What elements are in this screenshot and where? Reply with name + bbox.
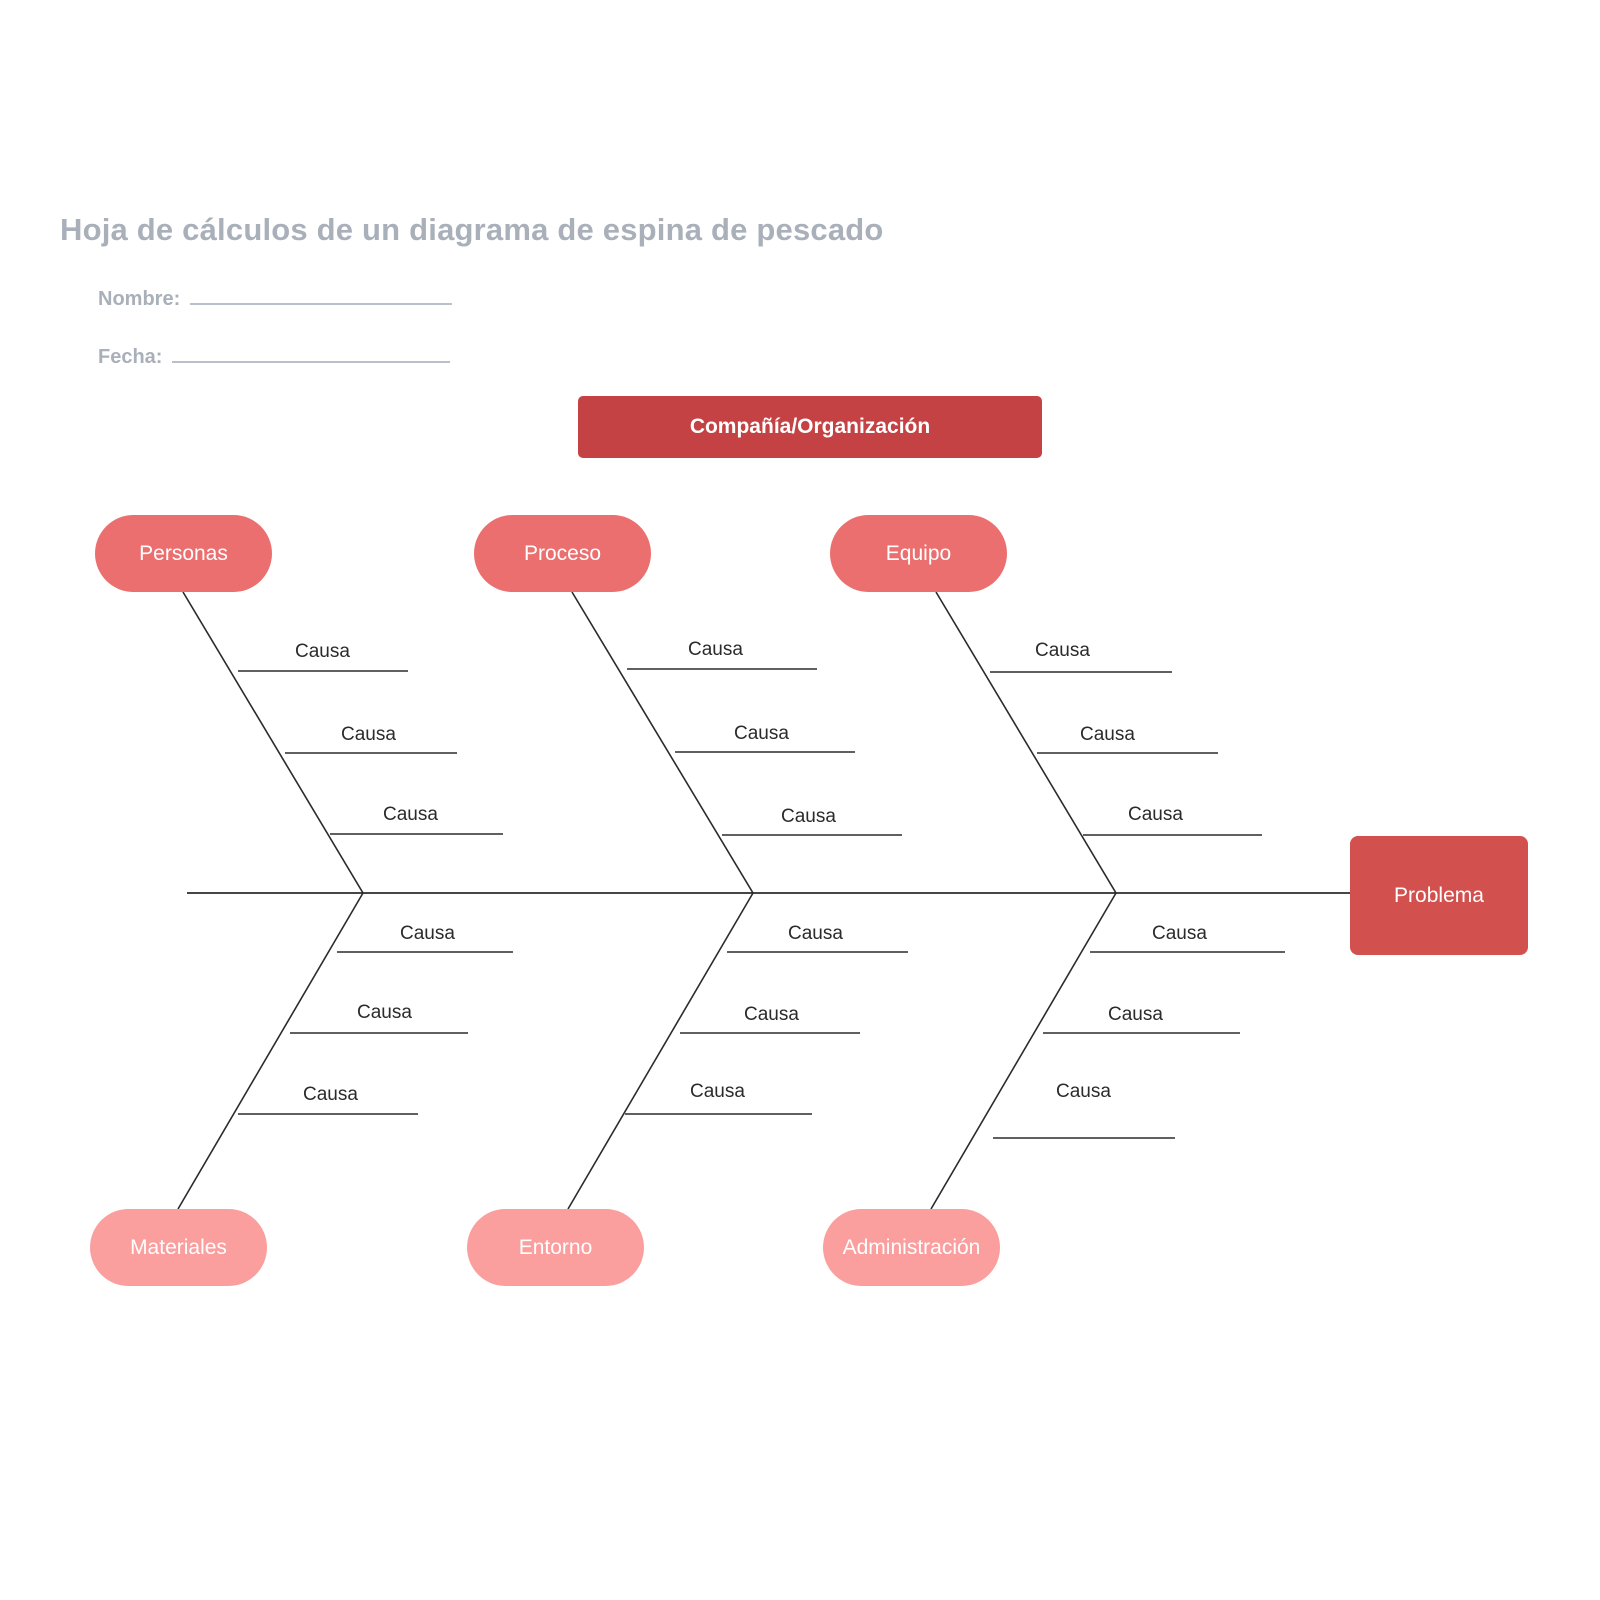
category-rib-materiales — [177, 892, 364, 1210]
cause-label[interactable]: Causa — [1128, 804, 1183, 825]
category-pill-proceso[interactable]: Proceso — [474, 515, 651, 592]
cause-label[interactable]: Causa — [781, 806, 836, 827]
cause-label[interactable]: Causa — [1080, 724, 1135, 745]
cause-label[interactable]: Causa — [744, 1004, 799, 1025]
category-rib-equipo — [935, 591, 1117, 894]
cause-label[interactable]: Causa — [303, 1084, 358, 1105]
category-pill-entorno[interactable]: Entorno — [467, 1209, 644, 1286]
category-pill-materiales[interactable]: Materiales — [90, 1209, 267, 1286]
cause-label[interactable]: Causa — [1035, 640, 1090, 661]
cause-label[interactable]: Causa — [1108, 1004, 1163, 1025]
cause-label[interactable]: Causa — [734, 723, 789, 744]
page-title: Hoja de cálculos de un diagrama de espin… — [60, 212, 884, 247]
cause-label[interactable]: Causa — [1152, 923, 1207, 944]
cause-label[interactable]: Causa — [400, 923, 455, 944]
cause-label[interactable]: Causa — [383, 804, 438, 825]
date-field-label: Fecha: — [98, 346, 163, 368]
date-field-row: Fecha: — [98, 346, 451, 369]
cause-label[interactable]: Causa — [341, 724, 396, 745]
category-pill-equipo[interactable]: Equipo — [830, 515, 1007, 592]
name-field-row: Nombre: — [98, 288, 453, 311]
category-pill-personas[interactable]: Personas — [95, 515, 272, 592]
category-rib-entorno — [567, 892, 754, 1210]
cause-label[interactable]: Causa — [688, 639, 743, 660]
problem-node[interactable]: Problema — [1350, 836, 1528, 955]
cause-label[interactable]: Causa — [788, 923, 843, 944]
cause-label[interactable]: Causa — [295, 641, 350, 662]
date-field-input[interactable] — [172, 360, 451, 363]
name-field-input[interactable] — [190, 302, 453, 305]
category-rib-administración — [930, 892, 1117, 1210]
name-field-label: Nombre: — [98, 288, 181, 310]
cause-label[interactable]: Causa — [690, 1081, 745, 1102]
category-rib-proceso — [571, 591, 754, 894]
category-pill-administración[interactable]: Administración — [823, 1209, 1000, 1286]
company-organization-banner[interactable]: Compañía/Organización — [578, 396, 1042, 458]
cause-label[interactable]: Causa — [1056, 1081, 1111, 1102]
cause-label[interactable]: Causa — [357, 1002, 412, 1023]
category-rib-personas — [182, 591, 364, 894]
